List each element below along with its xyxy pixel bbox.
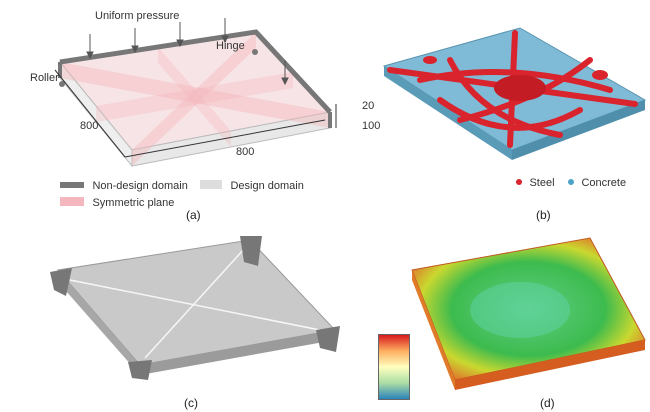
legend-swatch-design	[200, 180, 222, 190]
caption-b: (b)	[536, 208, 551, 222]
dim-100-label: 100	[362, 120, 381, 132]
roller-support	[59, 81, 65, 87]
symmetric-plane-diag2	[132, 32, 256, 166]
legend-text-design: Design domain	[230, 180, 304, 192]
caption-a: (a)	[186, 208, 201, 222]
pressure-arrows	[86, 18, 289, 86]
legend-swatch-non-design	[60, 181, 84, 188]
caption-d: (d)	[540, 396, 555, 410]
legend-dot-concrete	[568, 178, 574, 185]
panel-d: (d)	[360, 230, 650, 412]
panel-b: Steel Concrete (b)	[360, 0, 650, 230]
panel-c: (c)	[0, 230, 340, 412]
legend-text-non-design: Non-design domain	[92, 180, 188, 192]
color-legend-bar	[378, 334, 410, 400]
design-domain-drawing	[54, 18, 337, 168]
legend-text-symmetric: Symmetric plane	[92, 197, 175, 209]
steel-concrete-render	[382, 27, 647, 160]
legend-symmetric: Symmetric plane	[60, 193, 174, 211]
roller-label: Roller	[30, 72, 59, 84]
legend-swatch-symmetric	[60, 197, 84, 207]
dim-800-left-label: 800	[80, 120, 99, 132]
legend-text-concrete: Concrete	[581, 177, 627, 189]
dim-800-bottom-label: 800	[236, 146, 255, 158]
legend-concrete: Concrete	[568, 173, 626, 191]
panel-a: Uniform pressure Hinge Roller 20 100 800…	[0, 0, 380, 230]
uniform-pressure-label: Uniform pressure	[95, 10, 180, 22]
hinge-label: Hinge	[216, 40, 245, 52]
grey-supports	[50, 236, 340, 380]
legend-dot-steel	[516, 178, 522, 185]
topology-grey-render	[50, 236, 340, 380]
non-design-edge	[59, 29, 332, 114]
symmetric-plane-mid2	[158, 47, 231, 147]
legend-design: Design domain	[200, 176, 304, 194]
legend-text-steel: Steel	[529, 177, 555, 189]
symmetric-plane-mid1	[96, 72, 293, 122]
contour-render	[411, 237, 646, 390]
hinge-support	[252, 49, 258, 55]
dim-20-label: 20	[362, 100, 375, 112]
symmetric-plane-diag1	[60, 62, 330, 128]
steel-core	[494, 75, 546, 101]
legend-non-design: Non-design domain	[60, 176, 188, 194]
legend-steel: Steel	[516, 173, 555, 191]
caption-c: (c)	[184, 396, 198, 410]
